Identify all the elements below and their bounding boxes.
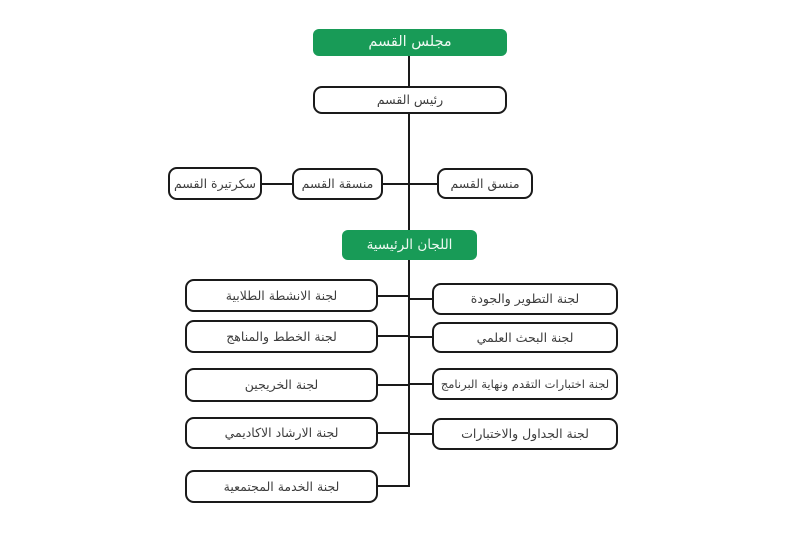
node-department-council: مجلس القسم xyxy=(313,29,507,56)
node-committee-plans-curricula: لجنة الخطط والمناهج xyxy=(185,320,378,353)
node-department-secretary: سكرتيرة القسم xyxy=(168,167,262,200)
node-department-head: رئيس القسم xyxy=(313,86,507,114)
node-committee-progress-final-exams: لجنة اختبارات التقدم ونهاية البرنامج xyxy=(432,368,618,400)
node-department-coordinator-female: منسقة القسم xyxy=(292,168,383,200)
node-committee-student-activities: لجنة الانشطة الطلابية xyxy=(185,279,378,312)
node-committee-graduates: لجنة الخريجين xyxy=(185,368,378,402)
node-committee-scientific-research: لجنة البحث العلمي xyxy=(432,322,618,353)
node-committee-schedules-exams: لجنة الجداول والاختبارات xyxy=(432,418,618,450)
node-committee-development-quality: لجنة التطوير والجودة xyxy=(432,283,618,315)
node-committee-community-service: لجنة الخدمة المجتمعية xyxy=(185,470,378,503)
node-main-committees: اللجان الرئيسية xyxy=(342,230,477,260)
node-department-coordinator-male: منسق القسم xyxy=(437,168,533,199)
node-committee-academic-advising: لجنة الارشاد الاكاديمي xyxy=(185,417,378,449)
